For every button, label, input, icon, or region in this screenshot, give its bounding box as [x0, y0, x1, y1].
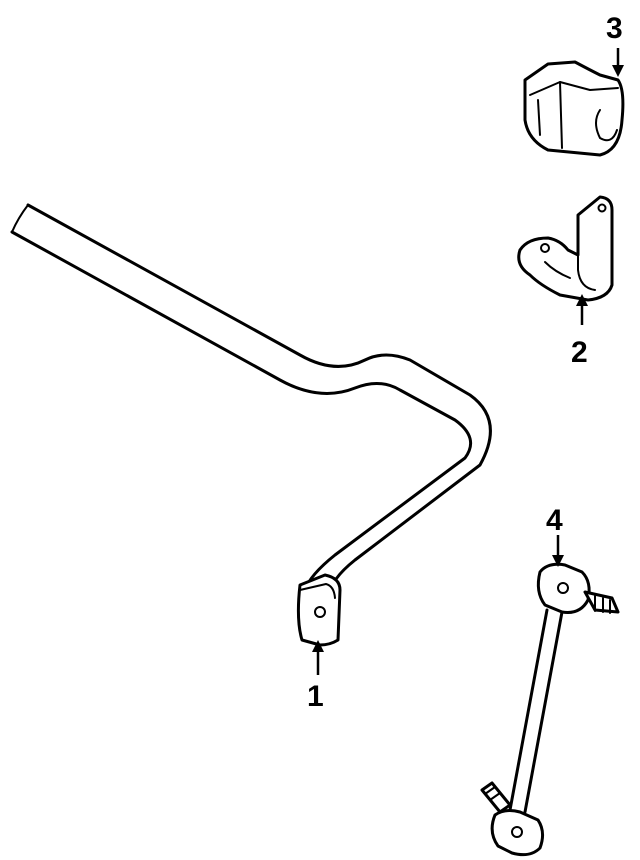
- bracket-icon: [517, 195, 614, 302]
- bushing-icon: [523, 60, 625, 157]
- callout-1: 1: [307, 680, 324, 713]
- callout-3: 3: [606, 12, 623, 45]
- leader-lines: [312, 48, 624, 675]
- callout-2: 2: [571, 336, 588, 369]
- stabilizer-bar-icon: [10, 203, 492, 647]
- stabilizer-link-icon: [480, 562, 620, 857]
- callout-4: 4: [546, 504, 563, 537]
